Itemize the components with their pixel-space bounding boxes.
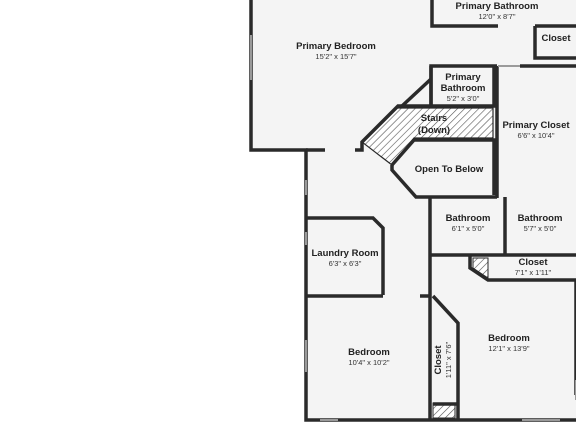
stairs-name-2: (Down) [418, 125, 450, 136]
bathroom-1-name: Bathroom [446, 213, 491, 224]
primary-bathroom-top-name: Primary Bathroom [456, 1, 539, 12]
closet-vertical-name: Closet [433, 345, 444, 375]
laundry-room-name: Laundry Room [311, 248, 378, 259]
closet-hall-dim: 7'1" x 1'11" [515, 268, 552, 277]
windows [250, 35, 576, 421]
closet-hall-name: Closet [518, 257, 548, 268]
bedroom-right-dim: 12'1" x 13'9" [488, 344, 529, 353]
primary-bedroom-name: Primary Bedroom [296, 41, 376, 52]
open-to-below-name: Open To Below [415, 164, 484, 175]
primary-bathroom-small-name-1: Primary [445, 72, 481, 83]
room-labels: Primary Bathroom 12'0" x 8'7" Closet Pri… [296, 1, 571, 378]
primary-bedroom-dim: 15'2" x 15'7" [315, 52, 356, 61]
primary-closet-name: Primary Closet [502, 120, 570, 131]
closet-vertical-dim: 1'11" x 7'6" [444, 341, 453, 378]
floor-areas [251, 0, 576, 420]
walls [249, 0, 576, 422]
primary-bathroom-top-dim: 12'0" x 8'7" [479, 12, 516, 21]
bathroom-2-dim: 5'7" x 5'0" [524, 224, 557, 233]
primary-bathroom-small-dim: 5'2" x 3'0" [447, 94, 480, 103]
laundry-room-dim: 6'3" x 6'3" [329, 259, 362, 268]
bedroom-left-dim: 10'4" x 10'2" [348, 358, 389, 367]
floor-upper [251, 0, 576, 420]
bedroom-right-name: Bedroom [488, 333, 530, 344]
bedroom-left-name: Bedroom [348, 347, 390, 358]
primary-closet-dim: 6'6" x 10'4" [518, 131, 555, 140]
bathroom-2-name: Bathroom [518, 213, 563, 224]
closet-top-name: Closet [541, 33, 571, 44]
stairs-name: Stairs [421, 113, 447, 124]
bathroom-1-dim: 6'1" x 5'0" [452, 224, 485, 233]
primary-bathroom-small-name-2: Bathroom [441, 83, 486, 94]
